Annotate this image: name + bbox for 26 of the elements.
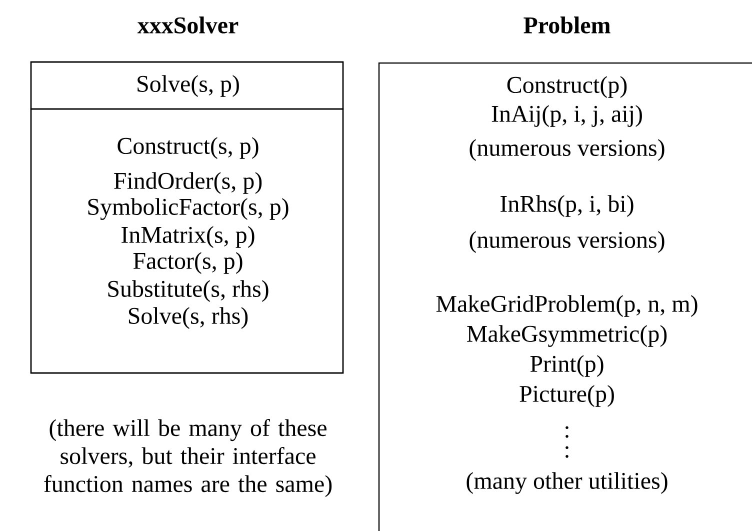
box-heading: Problem (524, 16, 610, 34)
method-compartment (30, 61, 344, 110)
function-name: InMatrix(s, p) (122, 226, 254, 248)
function-name: Print(p) (530, 355, 604, 377)
method-compartment (30, 108, 344, 374)
note-text: (there will be many of these solvers, but their interface function names are the same) (44, 419, 332, 498)
function-name: : (566, 426, 568, 438)
function-name: Factor(s, p) (133, 252, 242, 274)
function-name: MakeGsymmetric(p) (467, 325, 667, 347)
function-name: Construct(p) (507, 76, 627, 98)
function-name: : (566, 446, 568, 458)
function-name: Substitute(s, rhs) (108, 280, 268, 302)
box-heading: xxxSolver (137, 16, 238, 34)
function-name: Construct(s, p) (118, 137, 258, 159)
function-name: Picture(p) (520, 385, 614, 407)
function-name: Solve(s, rhs) (128, 307, 248, 329)
problem-box (378, 16, 752, 531)
function-name: FindOrder(s, p) (114, 172, 262, 194)
function-name: (many other utilities) (466, 472, 668, 494)
function-name: Solve(s, p) (138, 75, 239, 97)
function-name: (numerous versions) (470, 231, 664, 253)
function-name: MakeGridProblem(p, n, m) (436, 295, 698, 317)
function-name: InRhs(p, i, bi) (500, 195, 634, 217)
function-name: InAij(p, i, j, aij) (492, 105, 642, 127)
function-name: SymbolicFactor(s, p) (88, 198, 288, 220)
function-name: (numerous versions) (470, 139, 664, 161)
